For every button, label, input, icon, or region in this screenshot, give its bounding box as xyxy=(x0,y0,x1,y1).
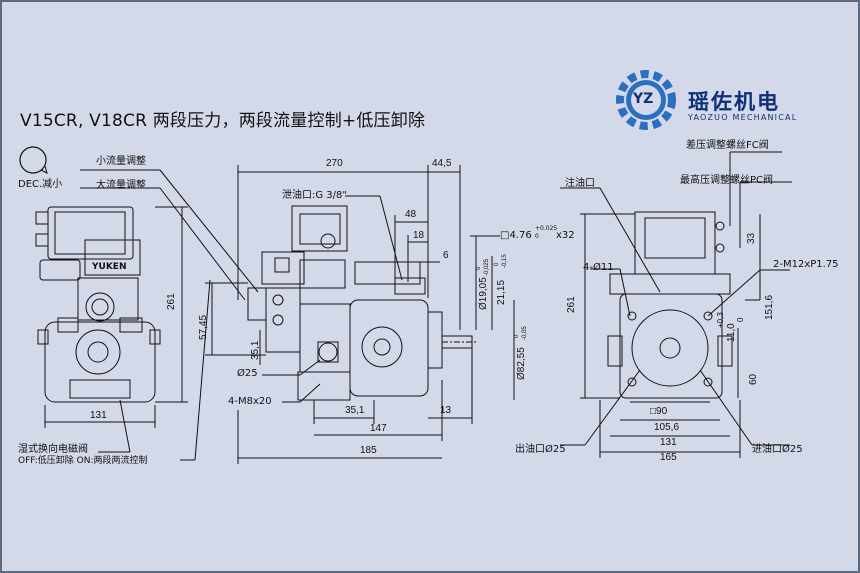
right-height-dim: 261 xyxy=(566,296,577,313)
left-width-dim: 131 xyxy=(90,410,107,421)
dim-13: 13 xyxy=(440,405,452,416)
gear-icon xyxy=(616,70,676,130)
nameplate-label: YUKEN xyxy=(92,262,127,272)
shaft-d82: Ø82,55 xyxy=(516,347,527,380)
inlet-label: 进油口Ø25 xyxy=(752,444,803,455)
shaft-d19-tol-upper: 0 xyxy=(476,266,482,270)
bolts-label: 4-M8x20 xyxy=(228,396,272,407)
right-d11: 11,0 xyxy=(726,323,737,342)
logo-badge: YZ xyxy=(633,91,654,107)
drain-port-label: 泄油口:G 3/8" xyxy=(282,190,347,201)
right-d131: 131 xyxy=(660,437,677,448)
shaft-d21-tol-lower: -0,15 xyxy=(502,254,508,268)
dim-57-45: 57,45 xyxy=(198,314,209,340)
large-flow-label: 大流量调整 xyxy=(96,180,146,191)
right-d165: 165 xyxy=(660,452,677,463)
rotation-label: DEC.减小 xyxy=(18,179,63,190)
keyway-tol-upper: +0.025 xyxy=(535,225,558,232)
dim-147: 147 xyxy=(370,423,387,434)
thread-label: 2-M12xP1.75 xyxy=(773,259,839,270)
diff-screw-label: 差压调整螺丝FC阀 xyxy=(686,140,769,151)
dim-35-1-v: 35,1 xyxy=(250,340,261,360)
dim-185: 185 xyxy=(360,445,377,456)
dim-48: 48 xyxy=(405,209,417,220)
shaft-d82-tol-upper: 0 xyxy=(514,334,520,338)
right-sq90: □90 xyxy=(650,406,668,417)
keyway-tol-lower: 0 xyxy=(535,233,539,240)
left-view-outline xyxy=(19,146,259,461)
page-title: V15CR, V18CR 两段压力，两段流量控制+低压卸除 xyxy=(20,111,426,131)
logo-name-en: YAOZUO MECHANICAL xyxy=(688,113,798,122)
shaft-d19: Ø19,05 xyxy=(478,277,489,310)
logo-name-cn: 瑶佐机电 xyxy=(688,90,780,114)
small-flow-label: 小流量调整 xyxy=(96,156,146,167)
right-d33: 33 xyxy=(746,232,757,244)
keyway-label: □4.76 xyxy=(500,230,532,241)
dim-18: 18 xyxy=(413,230,425,241)
dim-6: 6 xyxy=(443,250,449,261)
shaft-d19-tol-lower: -0,025 xyxy=(484,258,490,276)
dim-270: 270 xyxy=(326,158,343,169)
right-d151: 151,6 xyxy=(764,294,775,320)
left-height-dim: 261 xyxy=(166,293,177,310)
shaft-d21: 21,15 xyxy=(496,279,507,305)
solenoid-states-label: OFF:低压卸除 ON:两段两流控制 xyxy=(18,456,148,466)
oil-fill-label: 注油口 xyxy=(565,178,595,189)
port-25-label: Ø25 xyxy=(237,368,258,379)
mount-holes-label: 4-Ø11 xyxy=(583,262,614,273)
right-d0-0: 0 xyxy=(736,317,745,322)
dim-35-1-h: 35,1 xyxy=(345,405,365,416)
shaft-d82-tol-lower: -0,05 xyxy=(522,326,528,340)
solenoid-valve-label: 湿式换向电磁阀 xyxy=(18,444,88,455)
right-d60: 60 xyxy=(748,373,759,385)
middle-view-outline xyxy=(205,165,515,464)
right-d0-3: +0,3 xyxy=(716,312,725,328)
right-d105: 105,6 xyxy=(654,422,680,433)
outlet-label: 出油口Ø25 xyxy=(515,444,566,455)
right-view-outline xyxy=(560,151,792,458)
max-screw-label: 最高压调整螺丝PC阀 xyxy=(680,175,774,186)
shaft-d21-tol-upper: 0 xyxy=(494,262,500,266)
dim-44-5: 44,5 xyxy=(432,158,452,169)
keyway-length-label: x32 xyxy=(556,230,575,241)
